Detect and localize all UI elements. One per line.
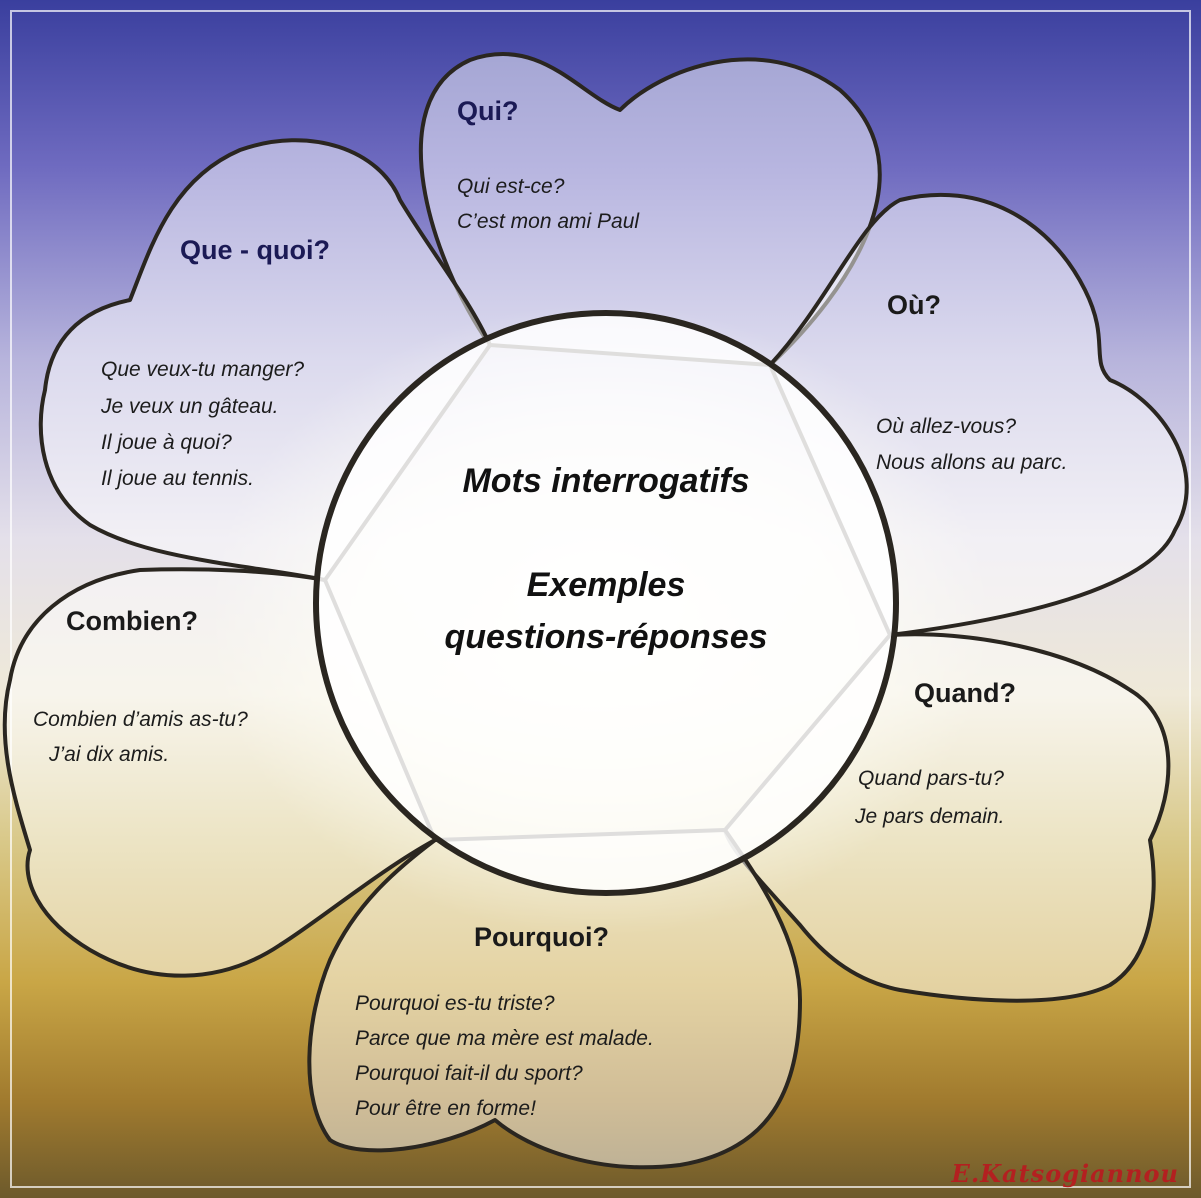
petal-title-pourquoi: Pourquoi? [474, 922, 609, 952]
center-subtitle-line2: questions-réponses [444, 618, 768, 656]
petal-line-pourquoi-1: Pourquoi es-tu triste? [355, 992, 555, 1015]
petal-line-que-quoi-3: Il joue à quoi? [101, 431, 232, 454]
petal-title-quand: Quand? [914, 678, 1016, 708]
petal-pourquoi [307, 828, 802, 1170]
petal-line-que-quoi-4: Il joue au tennis. [101, 467, 254, 490]
petal-line-combien-1: Combien d’amis as-tu? [33, 708, 248, 731]
petal-line-pourquoi-4: Pour être en forme! [355, 1097, 536, 1120]
center-circle [313, 310, 899, 896]
petal-title-qui: Qui? [457, 96, 519, 126]
petal-title-combien: Combien? [66, 606, 198, 636]
petal-line-combien-2: J’ai dix amis. [49, 743, 170, 766]
author-signature: E.Katsogiannou [951, 1159, 1179, 1188]
petal-line-pourquoi-3: Pourquoi fait-il du sport? [355, 1062, 583, 1085]
petal-line-pourquoi-2: Parce que ma mère est malade. [355, 1027, 654, 1050]
petal-title-ou: Où? [887, 290, 941, 320]
center-title: Mots interrogatifs [462, 462, 750, 500]
petal-qui [418, 52, 882, 367]
image-frame [10, 10, 1191, 1188]
petal-line-qui-1: Qui est-ce? [457, 175, 565, 198]
petal-line-quand-2: Je pars demain. [855, 805, 1005, 828]
petal-line-ou-1: Où allez-vous? [876, 415, 1017, 438]
center-subtitle-line1: Exemples [526, 566, 686, 604]
petal-title-que-quoi: Que - quoi? [180, 235, 330, 265]
petal-line-quand-1: Quand pars-tu? [858, 767, 1004, 790]
petal-line-que-quoi-1: Que veux-tu manger? [101, 358, 305, 381]
petal-line-ou-2: Nous allons au parc. [876, 451, 1068, 474]
petal-line-qui-2: C’est mon ami Paul [457, 210, 640, 233]
petal-line-que-quoi-2: Je veux un gâteau. [101, 395, 279, 418]
